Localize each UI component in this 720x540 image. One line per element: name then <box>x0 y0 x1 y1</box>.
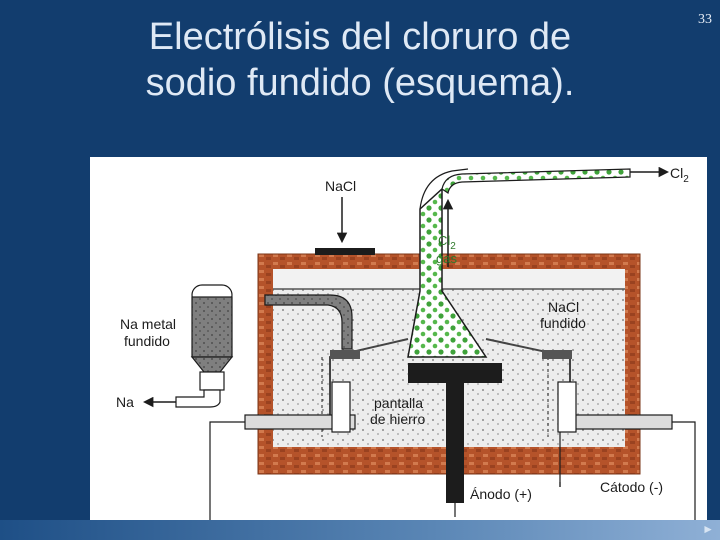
wiring <box>209 421 696 540</box>
footer-bar <box>0 520 720 540</box>
title-line-1: Electrólisis del cloruro de <box>148 16 572 58</box>
label-gas: gas <box>436 251 457 266</box>
label-cl2-gas: Cl2 <box>438 233 456 252</box>
label-pantalla-2: de hierro <box>370 411 425 427</box>
slide-title: Electrólisis del cloruro de sodio fundid… <box>80 14 640 106</box>
sodium-collector <box>142 284 353 408</box>
label-pantalla-1: pantalla <box>374 395 423 411</box>
label-cl2-out: Cl2 <box>670 165 689 185</box>
label-na-metal-2: fundido <box>124 333 170 349</box>
label-nacl-fundido-1: NaCl <box>548 299 579 315</box>
electrolysis-diagram: NaCl Cl2 Cl2 gas NaCl fundido Na metal f… <box>90 157 707 540</box>
label-nacl-fundido-2: fundido <box>540 315 586 331</box>
cathodes <box>244 381 673 433</box>
diagram-svg: NaCl Cl2 Cl2 gas NaCl fundido Na metal f… <box>116 165 696 540</box>
gas-collector <box>407 166 670 358</box>
anode <box>408 363 502 503</box>
next-slide-arrow-icon[interactable]: ► <box>702 522 714 536</box>
label-na-out: Na <box>116 394 134 410</box>
nacl-feed-lid <box>315 197 375 255</box>
label-anodo: Ánodo (+) <box>470 486 532 502</box>
page-number: 33 <box>698 12 712 27</box>
title-line-2: sodio fundido (esquema). <box>145 62 575 104</box>
iron-screen <box>321 338 572 437</box>
label-catodo: Cátodo (-) <box>600 479 663 495</box>
label-nacl-feed: NaCl <box>325 178 356 194</box>
label-na-metal-1: Na metal <box>120 316 176 332</box>
